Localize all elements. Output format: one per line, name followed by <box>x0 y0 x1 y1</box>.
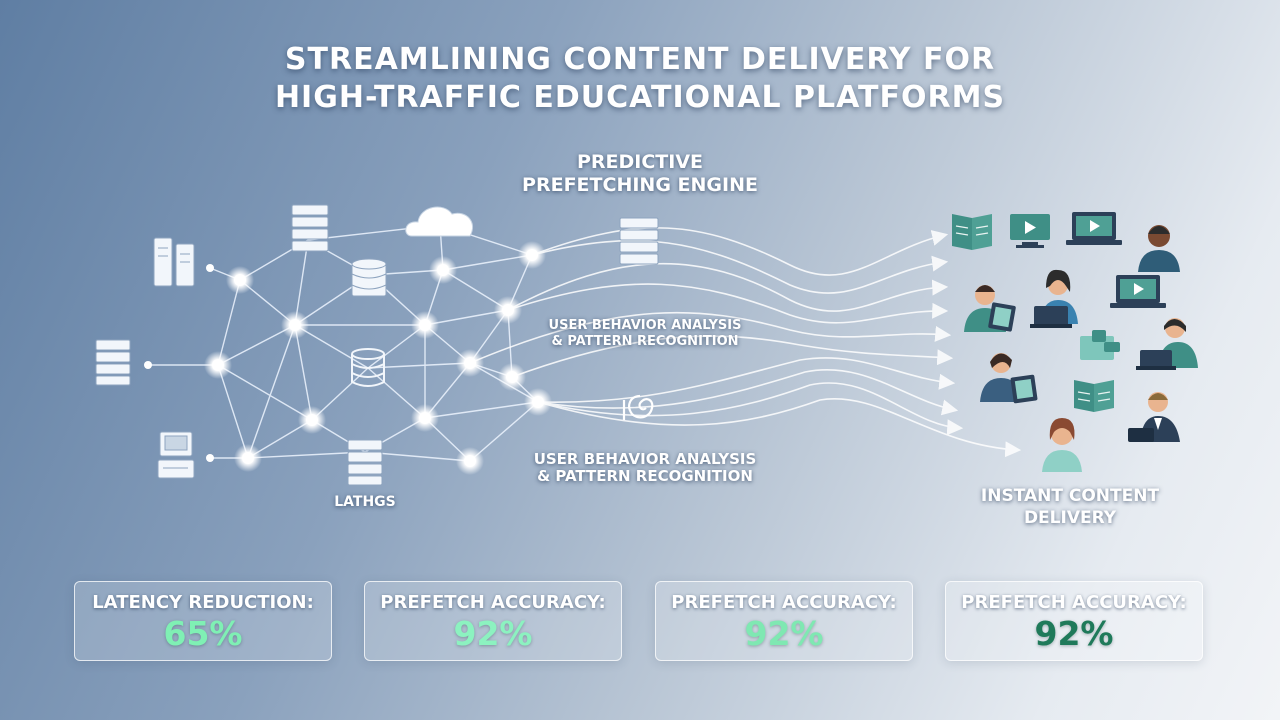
student-laptop-icon <box>1128 392 1180 442</box>
cloud-icon <box>405 206 474 237</box>
page-title-line-2: HIGH-TRAFFIC EDUCATIONAL PLATFORMS <box>274 80 1006 115</box>
node-cluster-label: LATHGS <box>334 494 396 510</box>
server-icon <box>347 439 383 486</box>
tablet-user-icon <box>980 353 1038 404</box>
database-icon <box>351 258 387 297</box>
metric-card-accuracy-2: PREFETCH ACCURACY: 92% <box>655 581 913 661</box>
student-avatar-icon <box>1042 418 1082 472</box>
metric-card-latency: LATENCY REDUCTION: 65% <box>74 581 332 661</box>
book-icon <box>952 214 992 250</box>
student-laptop-icon <box>1136 318 1198 370</box>
metric-value: 65% <box>163 614 243 653</box>
prefetch-engine-server-icon <box>619 217 659 265</box>
metric-label: LATENCY REDUCTION: <box>92 592 314 613</box>
laptop-play-icon <box>1110 275 1166 308</box>
behavior-label-bottom-line-2: & PATTERN RECOGNITION <box>537 467 753 485</box>
metric-card-accuracy-1: PREFETCH ACCURACY: 92% <box>364 581 622 661</box>
metric-value: 92% <box>1034 614 1114 653</box>
engine-label-line-1: PREDICTIVE <box>576 151 704 173</box>
server-icon <box>291 204 329 252</box>
database-icon <box>351 348 385 387</box>
spiral-logo-icon <box>622 394 654 420</box>
tablet-user-icon <box>964 285 1016 332</box>
delivery-label-line-1: INSTANT CONTENT <box>980 486 1160 506</box>
server-icon <box>95 339 131 386</box>
student-avatar-icon <box>1138 225 1180 272</box>
monitor-play-icon <box>1010 214 1050 248</box>
student-laptop-icon <box>1030 269 1078 328</box>
behavior-label-top-line-1: USER BEHAVIOR ANALYSIS <box>548 318 742 333</box>
metric-value: 92% <box>744 614 824 653</box>
server-rack-icon <box>153 237 195 287</box>
delivery-label-line-2: DELIVERY <box>1023 508 1117 528</box>
metric-value: 92% <box>453 614 533 653</box>
engine-label-line-2: PREFETCHING ENGINE <box>522 174 758 196</box>
computer-terminal-icon <box>157 431 195 479</box>
network-edges <box>148 224 539 462</box>
metric-label: PREFETCH ACCURACY: <box>380 592 606 613</box>
content-package-icon <box>1080 330 1120 360</box>
network-nodes <box>144 241 552 475</box>
behavior-label-top-line-2: & PATTERN RECOGNITION <box>551 334 739 349</box>
metric-card-accuracy-3: PREFETCH ACCURACY: 92% <box>945 581 1203 661</box>
metric-label: PREFETCH ACCURACY: <box>671 592 897 613</box>
page-title-line-1: STREAMLINING CONTENT DELIVERY FOR <box>284 42 996 77</box>
metric-label: PREFETCH ACCURACY: <box>961 592 1187 613</box>
behavior-label-bottom-line-1: USER BEHAVIOR ANALYSIS <box>533 450 757 468</box>
laptop-play-icon <box>1066 212 1122 245</box>
book-icon <box>1074 380 1114 412</box>
